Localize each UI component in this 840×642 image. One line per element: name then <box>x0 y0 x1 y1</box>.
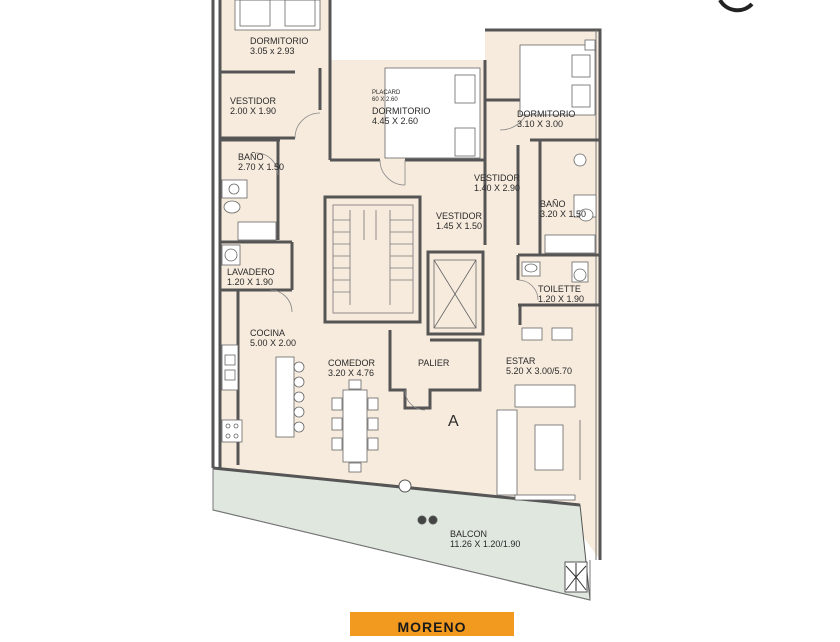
room-name: PLACARD <box>372 90 401 96</box>
room-name: VESTIDOR <box>436 211 483 221</box>
room-name: BAÑO <box>238 152 264 162</box>
room-dimensions: 1.40 X 2.90 <box>474 183 521 193</box>
room-name: BALCON <box>450 529 488 539</box>
room-label-vestidor-1: VESTIDOR 2.00 X 1.90 <box>230 96 276 116</box>
room-label-dormitorio-1: DORMITORIO 3.05 x 2.93 <box>250 36 308 56</box>
room-name: DORMITORIO <box>517 109 576 119</box>
room-dimensions: 3.10 X 3.00 <box>517 119 564 129</box>
room-dimensions: 5.00 X 2.00 <box>250 338 297 348</box>
room-label-placard: PLACARD 60 X 2.60 <box>372 90 400 104</box>
room-label-cocina: COCINA 5.00 X 2.00 <box>250 328 296 348</box>
room-label-vestidor-3: VESTIDOR 1.45 X 1.50 <box>436 211 482 231</box>
room-dimensions: 60 X 2.60 <box>372 97 398 103</box>
room-dimensions: 1.45 X 1.50 <box>436 221 483 231</box>
room-dimensions: 5.20 X 3.00/5.70 <box>506 366 573 376</box>
room-label-vestidor-2: VESTIDOR 1.40 X 2.90 <box>474 173 520 193</box>
thin-facade <box>212 30 597 601</box>
room-dimensions: 1.20 X 1.90 <box>227 277 274 287</box>
room-name: COCINA <box>250 328 286 338</box>
room-name: VESTIDOR <box>230 96 277 106</box>
room-label-dormitorio-3: DORMITORIO 3.10 X 3.00 <box>517 109 575 129</box>
kitchen-counters <box>221 344 305 443</box>
compass-arc <box>718 0 754 13</box>
room-dimensions: 1.20 X 1.90 <box>538 294 585 304</box>
balcony-items <box>398 479 588 593</box>
room-label-balcon: BALCON 11.26 X 1.20/1.90 <box>450 529 520 549</box>
living-furniture <box>496 327 581 501</box>
room-dimensions: 3.05 x 2.93 <box>250 46 295 56</box>
room-dimensions: 4.45 X 2.60 <box>372 116 419 126</box>
room-dimensions: 3.20 X 1.50 <box>540 209 587 219</box>
room-label-palier: PALIER <box>418 358 449 368</box>
room-name: DORMITORIO <box>372 106 431 116</box>
room-name: TOILETTE <box>538 284 581 294</box>
room-dimensions: 3.20 X 4.76 <box>328 368 375 378</box>
elevator <box>433 259 477 329</box>
room-label-toilette: TOILETTE 1.20 X 1.90 <box>538 284 584 304</box>
room-name: PALIER <box>418 358 450 368</box>
room-name: ESTAR <box>506 356 536 366</box>
room-name: BAÑO <box>540 199 566 209</box>
room-dimensions: 2.70 X 1.50 <box>238 162 285 172</box>
room-label-lavadero: LAVADERO 1.20 X 1.90 <box>227 267 275 287</box>
room-label-estar: ESTAR 5.20 X 3.00/5.70 <box>506 356 572 376</box>
beds <box>234 0 596 159</box>
room-name: VESTIDOR <box>474 173 521 183</box>
street-name-band: MORENO <box>350 612 514 636</box>
unit-letter: A <box>448 413 459 430</box>
room-label-dormitorio-2: DORMITORIO 4.45 X 2.60 <box>372 106 430 126</box>
room-name: DORMITORIO <box>250 36 309 46</box>
stair-core <box>323 195 485 410</box>
room-label-bano-1: BAÑO 2.70 X 1.50 <box>238 152 284 172</box>
door-swings <box>255 99 539 411</box>
room-dimensions: 2.00 X 1.90 <box>230 106 277 116</box>
room-dimensions: 11.26 X 1.20/1.90 <box>450 539 521 549</box>
room-name: COMEDOR <box>328 358 375 368</box>
bathroom-fixtures <box>221 153 597 283</box>
room-label-comedor: COMEDOR 3.20 X 4.76 <box>328 358 375 378</box>
room-name: LAVADERO <box>227 267 275 277</box>
room-label-bano-2: BAÑO 3.20 X 1.50 <box>540 199 586 219</box>
dining-table <box>331 379 379 473</box>
stair-steps <box>332 204 414 314</box>
outer-walls <box>211 0 602 560</box>
